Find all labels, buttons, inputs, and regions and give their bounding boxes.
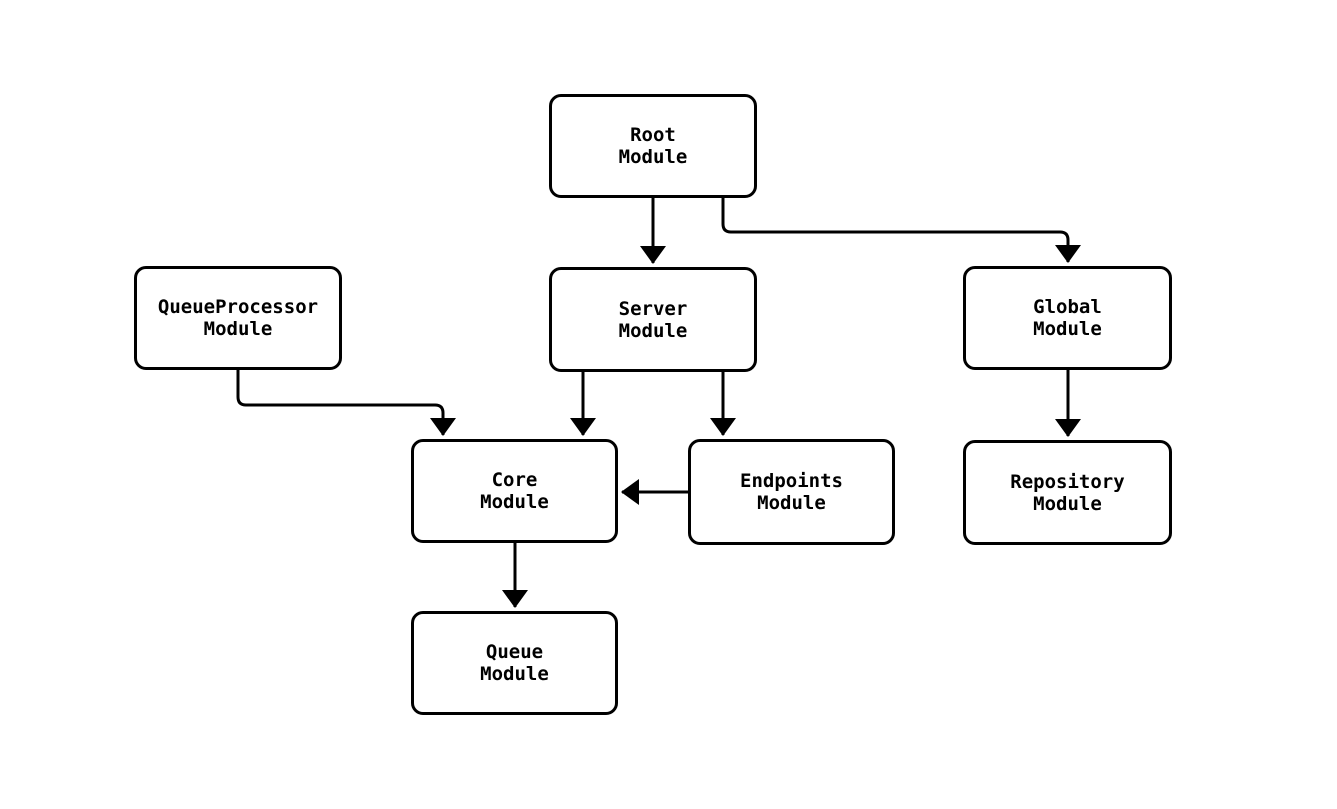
edge-root-to-global [721, 198, 1081, 263]
node-repository-module: Repository Module [963, 440, 1172, 545]
node-queue-module: Queue Module [411, 611, 618, 715]
node-endpoints-module: Endpoints Module [688, 439, 895, 545]
node-queueprocessor-module: QueueProcessor Module [134, 266, 342, 370]
node-core-module: Core Module [411, 439, 618, 543]
node-global-module: Global Module [963, 266, 1172, 370]
node-root-module: Root Module [549, 94, 757, 198]
node-server-module: Server Module [549, 267, 757, 372]
edge-queueprocessor-to-core [236, 370, 456, 436]
